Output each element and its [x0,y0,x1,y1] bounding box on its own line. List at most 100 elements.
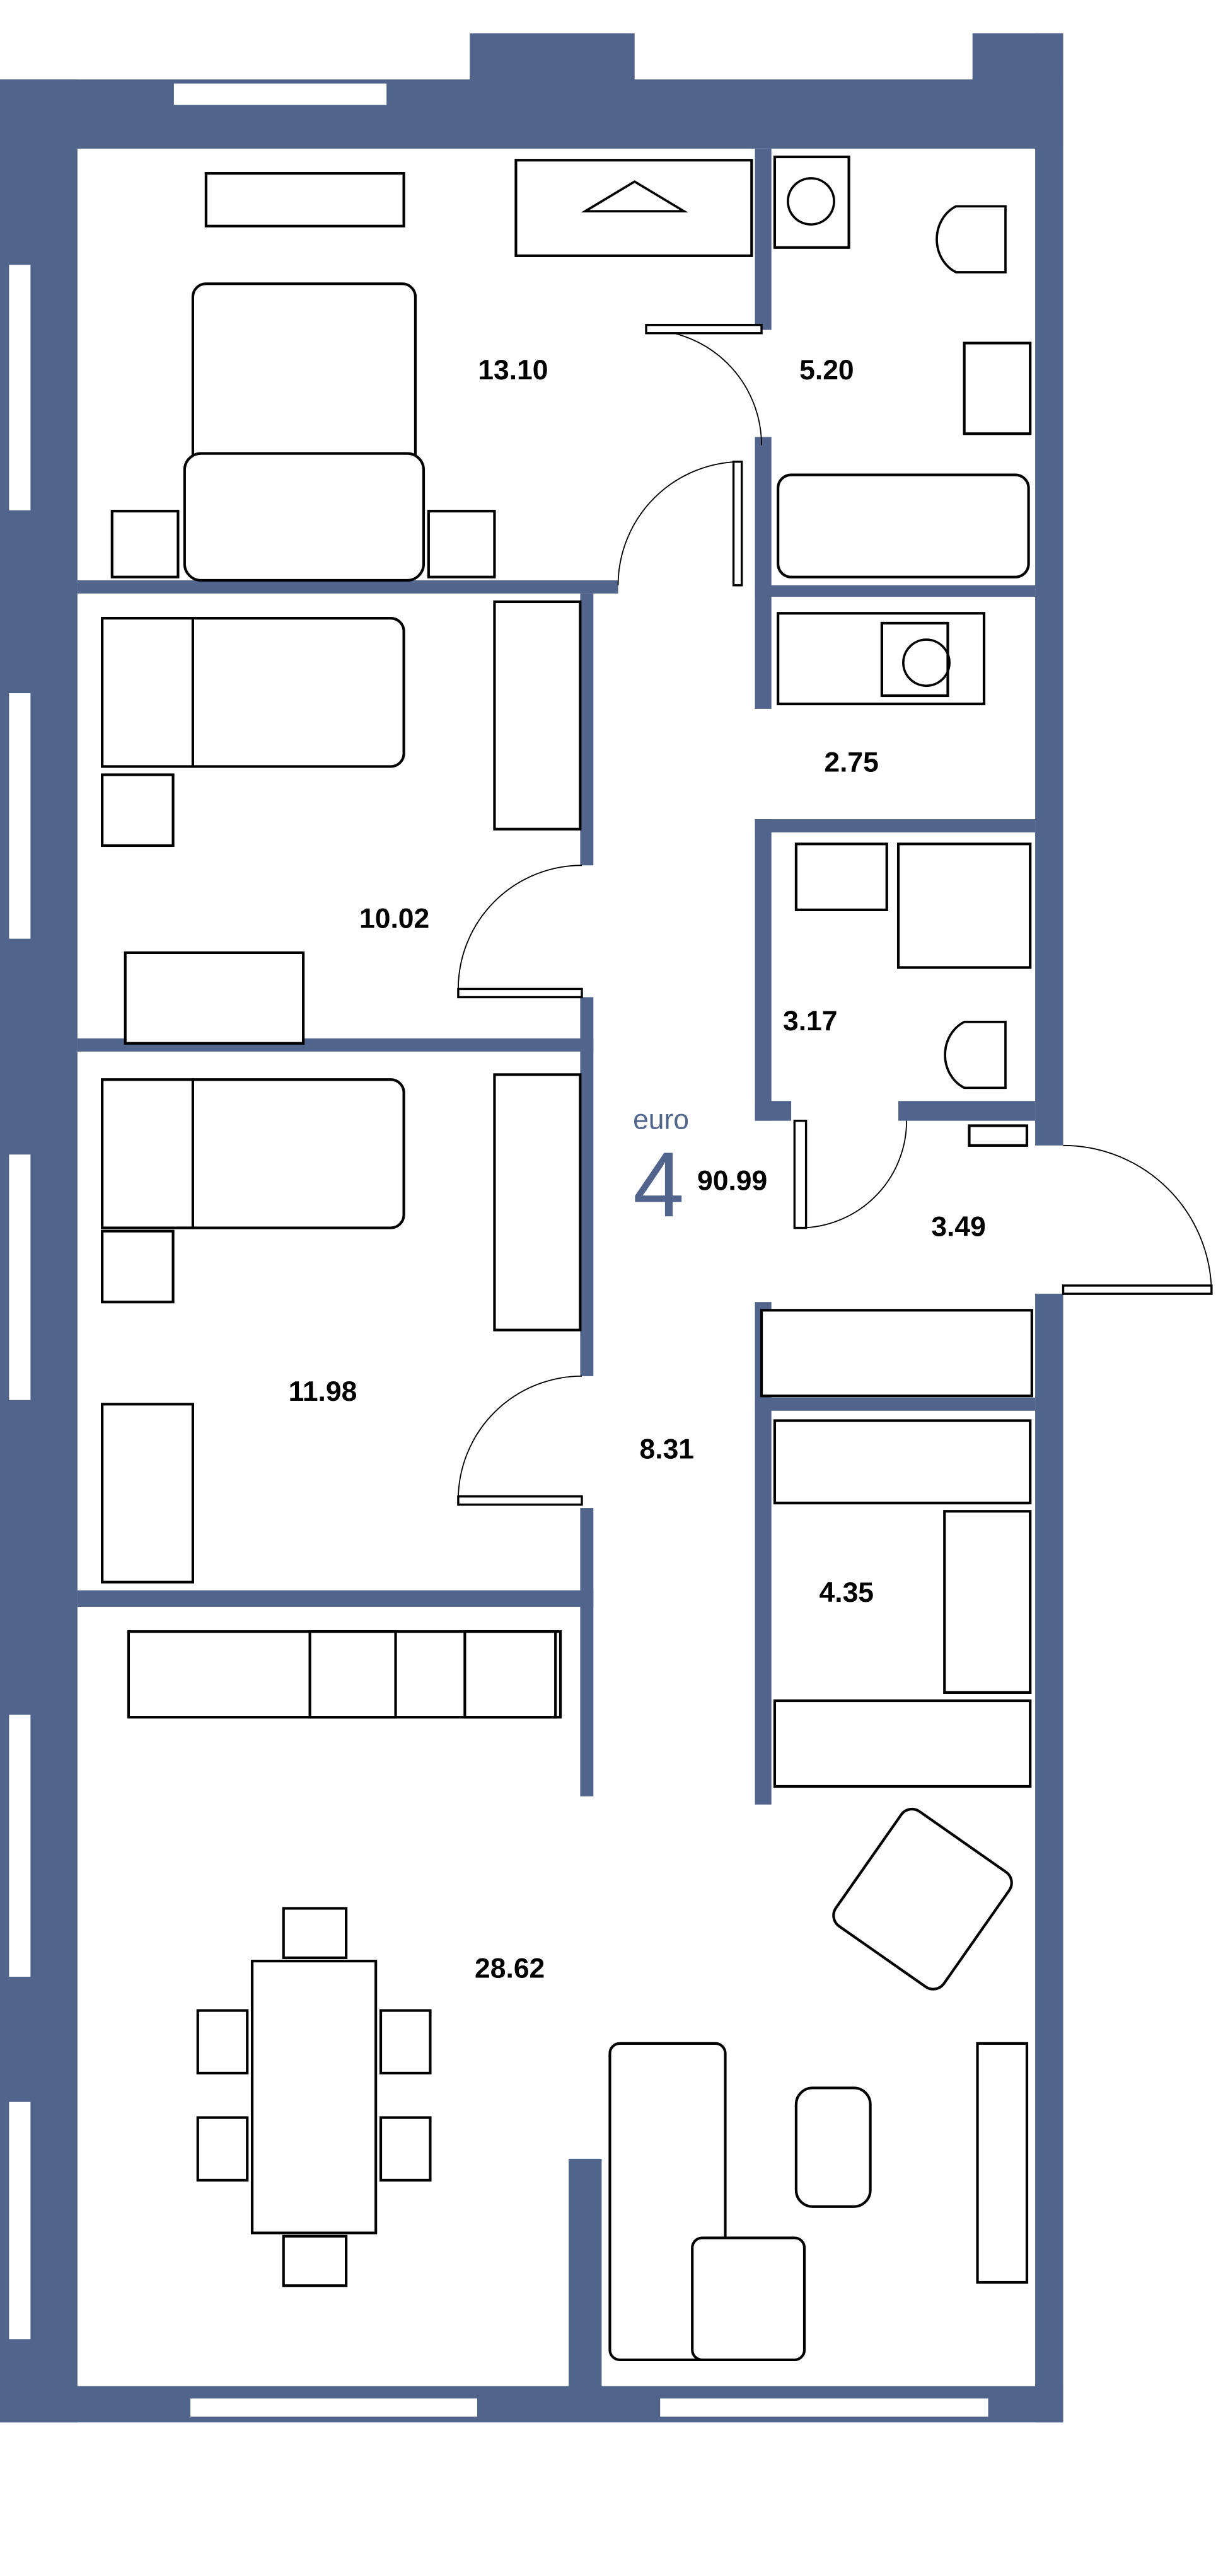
washing-machine-icon [773,155,850,249]
area-bedroom-2: 10.02 [359,904,429,934]
chair [196,2116,249,2182]
window-bottom-2 [658,2396,990,2418]
brand-label: euro [633,1105,689,1136]
bathtub [777,473,1030,578]
stove-icon [308,1630,397,1719]
wall-right [1035,33,1063,1146]
chair [379,2116,432,2182]
bed-pillows [101,617,195,768]
bed-pillows [101,1078,195,1229]
door-leaf [645,323,763,335]
tv-stand [976,2042,1029,2284]
coffee-table [794,2086,872,2208]
window-bedroom3 [7,1153,32,1402]
toilet-bath1 [935,205,1007,273]
wall-bath1-top [755,148,772,330]
nightstand [110,510,180,578]
area-kitchen-living: 28.62 [475,1953,545,1984]
area-bathroom-1: 5.20 [799,355,854,386]
wall-bath2 [755,819,772,1121]
wardrobe-hall-3 [773,1699,1032,1788]
desk-bedroom2 [124,951,305,1045]
door-bath2 [799,1120,908,1229]
door-bath1 [646,329,762,446]
wall-kitchen-hall [580,1508,594,1797]
wall-bath1-bottom [755,437,772,597]
wall-laundry [755,593,772,709]
chair [282,2234,348,2287]
kitchen-sink [463,1630,557,1719]
wardrobe-hall-2 [943,1510,1032,1694]
wall-wardrobe-top [755,1397,1036,1411]
area-entrance: 3.49 [931,1212,986,1243]
total-area: 90.99 [697,1165,767,1196]
area-labels: 13.10 5.20 2.75 10.02 3.17 3.49 11.98 8.… [289,355,986,1984]
door-leaf [793,1119,808,1229]
sink-bath2 [794,842,888,912]
window-living [7,2100,32,2341]
bed-bedroom2 [180,617,405,768]
electric-panel [968,1124,1029,1147]
wall-bedroom3-kitchen [77,1590,594,1607]
wall-top-notch-1 [470,33,635,83]
area-bathroom-2: 3.17 [783,1006,838,1037]
wall-bath2-bottom-a [755,1101,792,1121]
doors [457,323,1213,1506]
rooms-count: 4 [633,1133,684,1236]
chair [282,1907,348,1959]
area-bedroom-1: 13.10 [478,355,548,386]
wall-bedroom1-bedroom2 [77,580,618,594]
nightstand [427,510,496,578]
wardrobe-bedroom2 [493,600,582,831]
area-hallway: 8.31 [640,1434,694,1465]
windows [7,81,990,2418]
window-bedroom1 [7,263,32,512]
window-bottom-1 [188,2396,479,2418]
wardrobe-bedroom1 [514,159,753,257]
wall-bath1-laundry [755,585,1036,597]
furniture [101,155,1033,2361]
wardrobe-hall-1 [773,1419,1032,1505]
bed-bedroom3 [180,1078,405,1229]
door-leaf [732,460,743,587]
door-entrance [1063,1144,1212,1294]
tv-unit [204,172,405,227]
door-bedroom3 [457,1375,582,1500]
sink-bath1 [963,342,1032,435]
nightstand [101,1229,175,1304]
walls [0,33,1063,2423]
wardrobe-bedroom3 [493,1073,582,1331]
sofa-chaise [691,2236,806,2361]
armchair [832,1807,1013,1991]
door-leaf [457,1495,583,1506]
door-bedroom2 [457,865,582,989]
chair [379,2009,432,2075]
wall-top [0,79,1063,149]
wall-right-lower [1035,1294,1063,2423]
window-bedroom2 [7,691,32,941]
washing-machine-icon [880,621,949,698]
area-laundry: 2.75 [824,747,879,778]
window-top [172,81,388,107]
door-leaf [457,987,583,999]
plan-summary: euro 4 90.99 [633,1105,767,1237]
desk-bedroom3 [101,1403,195,1584]
chair [196,2009,249,2075]
dining-table [250,1960,378,2234]
area-wardrobe: 4.35 [820,1577,874,1608]
toilet-bath2 [944,1020,1007,1090]
window-kitchen [7,1713,32,1979]
wall-laundry-bath2 [755,819,1036,833]
wall-bedroom3-hall [580,997,594,1376]
wardrobe-entrance [760,1309,1033,1398]
wall-living-stub [569,2158,602,2389]
hanger-icon [581,180,688,213]
bed-pillows-area [183,452,426,582]
shower [896,842,1032,969]
wall-bedroom2-hall [580,593,594,866]
nightstand [101,773,175,848]
wall-bath2-bottom-b [898,1101,1036,1121]
door-bedroom1 [617,461,742,585]
area-bedroom-3: 11.98 [289,1376,357,1407]
